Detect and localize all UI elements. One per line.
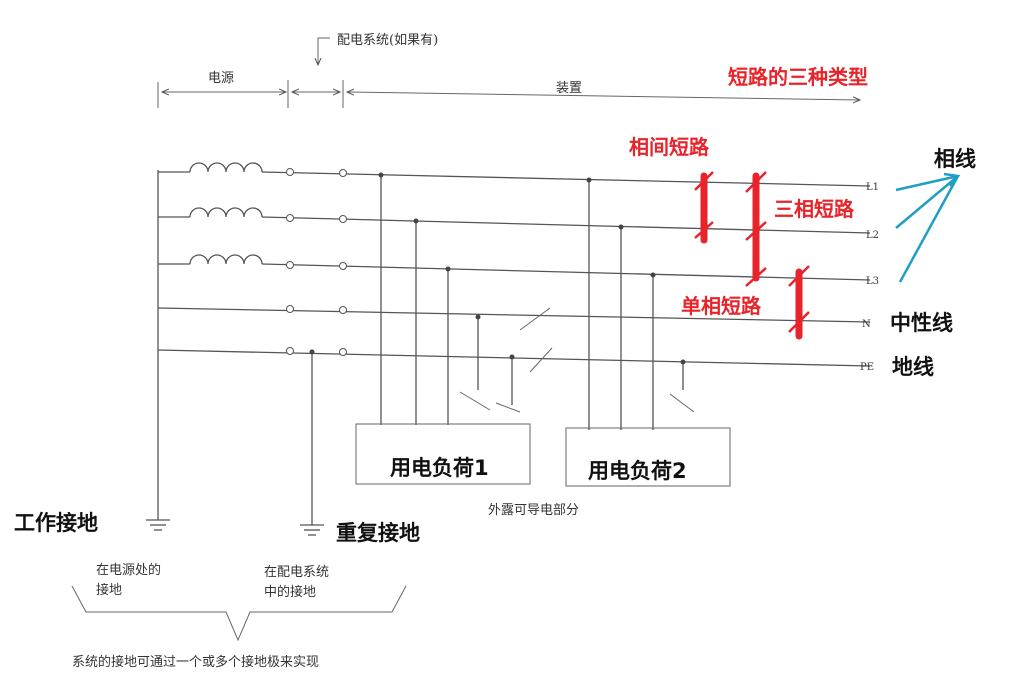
three-phase-label: 三相短路 (774, 197, 855, 221)
fault-three-phase (745, 171, 767, 287)
exposed-conductive-parts-label: 外露可导电部分 (488, 503, 579, 518)
label-L1: L1 (866, 182, 879, 193)
working-earth-label: 工作接地 (14, 511, 98, 535)
phase-to-phase-label: 相间短路 (629, 135, 710, 159)
diagram-title: 短路的三种类型 (728, 65, 868, 89)
load2-feeders (586, 177, 695, 430)
earth-at-source-line1: 在电源处的 (96, 562, 161, 578)
load1-label: 用电负荷1 (390, 456, 489, 480)
conductors (157, 171, 871, 367)
power-source-label: 电源 (208, 71, 234, 86)
phase-wire-label: 相线 (934, 147, 976, 171)
fault-phase-to-phase (694, 171, 714, 244)
wire-L1 (261, 171, 871, 187)
earth-at-source-line2: 接地 (96, 582, 122, 598)
load1-feeders (378, 172, 553, 425)
repeated-earth-symbol (300, 524, 324, 536)
phase-wire-pointer (895, 172, 961, 283)
wire-N (157, 307, 871, 323)
load2-box (565, 427, 731, 487)
distribution-system-label: 配电系统(如果有) (337, 32, 438, 48)
dimension-lines: 电源 装置 (157, 71, 860, 108)
earthing-footnote: 系统的接地可通过一个或多个接地极来实现 (72, 654, 319, 670)
fault-single-phase (788, 265, 810, 340)
terminals (286, 168, 347, 356)
grouping-brace (71, 585, 407, 642)
label-PE: PE (860, 362, 874, 373)
device-label: 装置 (556, 81, 582, 96)
earth-in-distribution-line1: 在配电系统 (264, 565, 329, 580)
load1-box (355, 423, 531, 485)
neutral-wire-label: 中性线 (890, 311, 953, 335)
wire-L3 (261, 263, 871, 281)
label-N: N (862, 319, 871, 330)
load2-label: 用电负荷2 (588, 459, 687, 483)
ground-wire-label: 地线 (892, 355, 934, 379)
wire-end-labels: L1 L2 L3 N PE (860, 182, 879, 373)
single-phase-label: 单相短路 (681, 294, 762, 318)
label-L2: L2 (866, 230, 879, 241)
repeated-earth-label: 重复接地 (336, 521, 420, 545)
distribution-system-annotation: 配电系统(如果有) (318, 32, 438, 65)
transformer-coils (189, 162, 263, 265)
label-L3: L3 (866, 276, 879, 287)
earth-in-distribution-line2: 中的接地 (264, 584, 316, 600)
wire-L2 (261, 216, 871, 234)
working-earth-symbol (146, 519, 170, 531)
